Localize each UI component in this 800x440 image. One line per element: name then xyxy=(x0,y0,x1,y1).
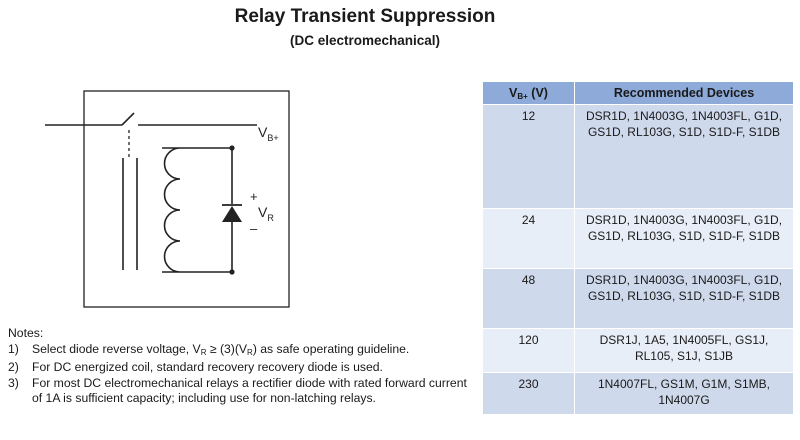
vb-label: VB+ xyxy=(258,124,279,143)
table-header-row: VB+ (V) Recommended Devices xyxy=(482,81,794,105)
voltage-cell: 230 xyxy=(482,372,575,415)
devices-cell: DSR1J, 1A5, 1N4005FL, GS1J, RL105, S1J, … xyxy=(574,328,794,373)
note-subscript: R xyxy=(247,347,253,357)
notes-section: Notes: 1) Select diode reverse voltage, V… xyxy=(8,326,470,407)
devices-cell: DSR1D, 1N4003G, 1N4003FL, G1D, GS1D, RL1… xyxy=(574,104,794,209)
table-row: 12 DSR1D, 1N4003G, 1N4003FL, G1D, GS1D, … xyxy=(482,104,794,209)
plus-sign: + xyxy=(250,189,258,204)
note-text: For DC energized coil, standard recovery… xyxy=(32,360,383,375)
devices-cell: 1N4007FL, GS1M, G1M, S1MB, 1N4007G xyxy=(574,372,794,415)
page-subtitle: (DC electromechanical) xyxy=(289,33,441,48)
relay-circuit-diagram: VB+ + VR – xyxy=(45,90,290,308)
devices-cell: DSR1D, 1N4003G, 1N4003FL, G1D, GS1D, RL1… xyxy=(574,268,794,329)
devices-cell: DSR1D, 1N4003G, 1N4003FL, G1D, GS1D, RL1… xyxy=(574,208,794,269)
junction-top xyxy=(229,145,235,151)
page-title: Relay Transient Suppression xyxy=(234,6,496,27)
header-devices: Recommended Devices xyxy=(574,81,794,105)
note-text: ) as safe operating guideline. xyxy=(252,341,410,356)
table-row: 230 1N4007FL, GS1M, G1M, S1MB, 1N4007G xyxy=(482,372,794,415)
note-number: 1) xyxy=(8,341,19,356)
header-voltage: VB+ (V) xyxy=(482,81,575,105)
diode-icon xyxy=(222,206,242,222)
relay-enclosure xyxy=(83,90,290,308)
notes-heading: Notes: xyxy=(8,326,44,340)
voltage-cell: 12 xyxy=(482,104,575,209)
note-item-2: 2) For DC energized coil, standard recove… xyxy=(8,360,470,376)
relay-coil xyxy=(162,147,181,273)
note-number: 3) xyxy=(8,375,19,390)
note-text: For most DC electromechanical relays a r… xyxy=(32,375,467,406)
minus-sign: – xyxy=(250,221,258,236)
voltage-cell: 120 xyxy=(482,328,575,373)
table-row: 120 DSR1J, 1A5, 1N4005FL, GS1J, RL105, S… xyxy=(482,328,794,373)
notes-list: 1)Select diode reverse voltage, VR ≥ (3)… xyxy=(8,342,470,407)
table-row: 24 DSR1D, 1N4003G, 1N4003FL, G1D, GS1D, … xyxy=(482,208,794,269)
note-number: 2) xyxy=(8,360,19,375)
note-text: Select diode reverse voltage, V xyxy=(32,341,201,356)
note-text: ≥ (3)(V xyxy=(206,341,248,356)
note-item-1: 1)Select diode reverse voltage, VR ≥ (3)… xyxy=(8,342,470,361)
recommended-devices-table: VB+ (V) Recommended Devices 12 DSR1D, 1N… xyxy=(482,81,794,415)
voltage-cell: 24 xyxy=(482,208,575,269)
vr-label: VR xyxy=(258,204,274,223)
note-subscript: R xyxy=(200,347,207,357)
voltage-cell: 48 xyxy=(482,268,575,329)
note-item-3: 3) For most DC electromechanical relays a… xyxy=(8,376,470,407)
table-row: 48 DSR1D, 1N4003G, 1N4003FL, G1D, GS1D, … xyxy=(482,268,794,329)
junction-bottom xyxy=(229,269,235,275)
switch-blade xyxy=(121,112,135,126)
